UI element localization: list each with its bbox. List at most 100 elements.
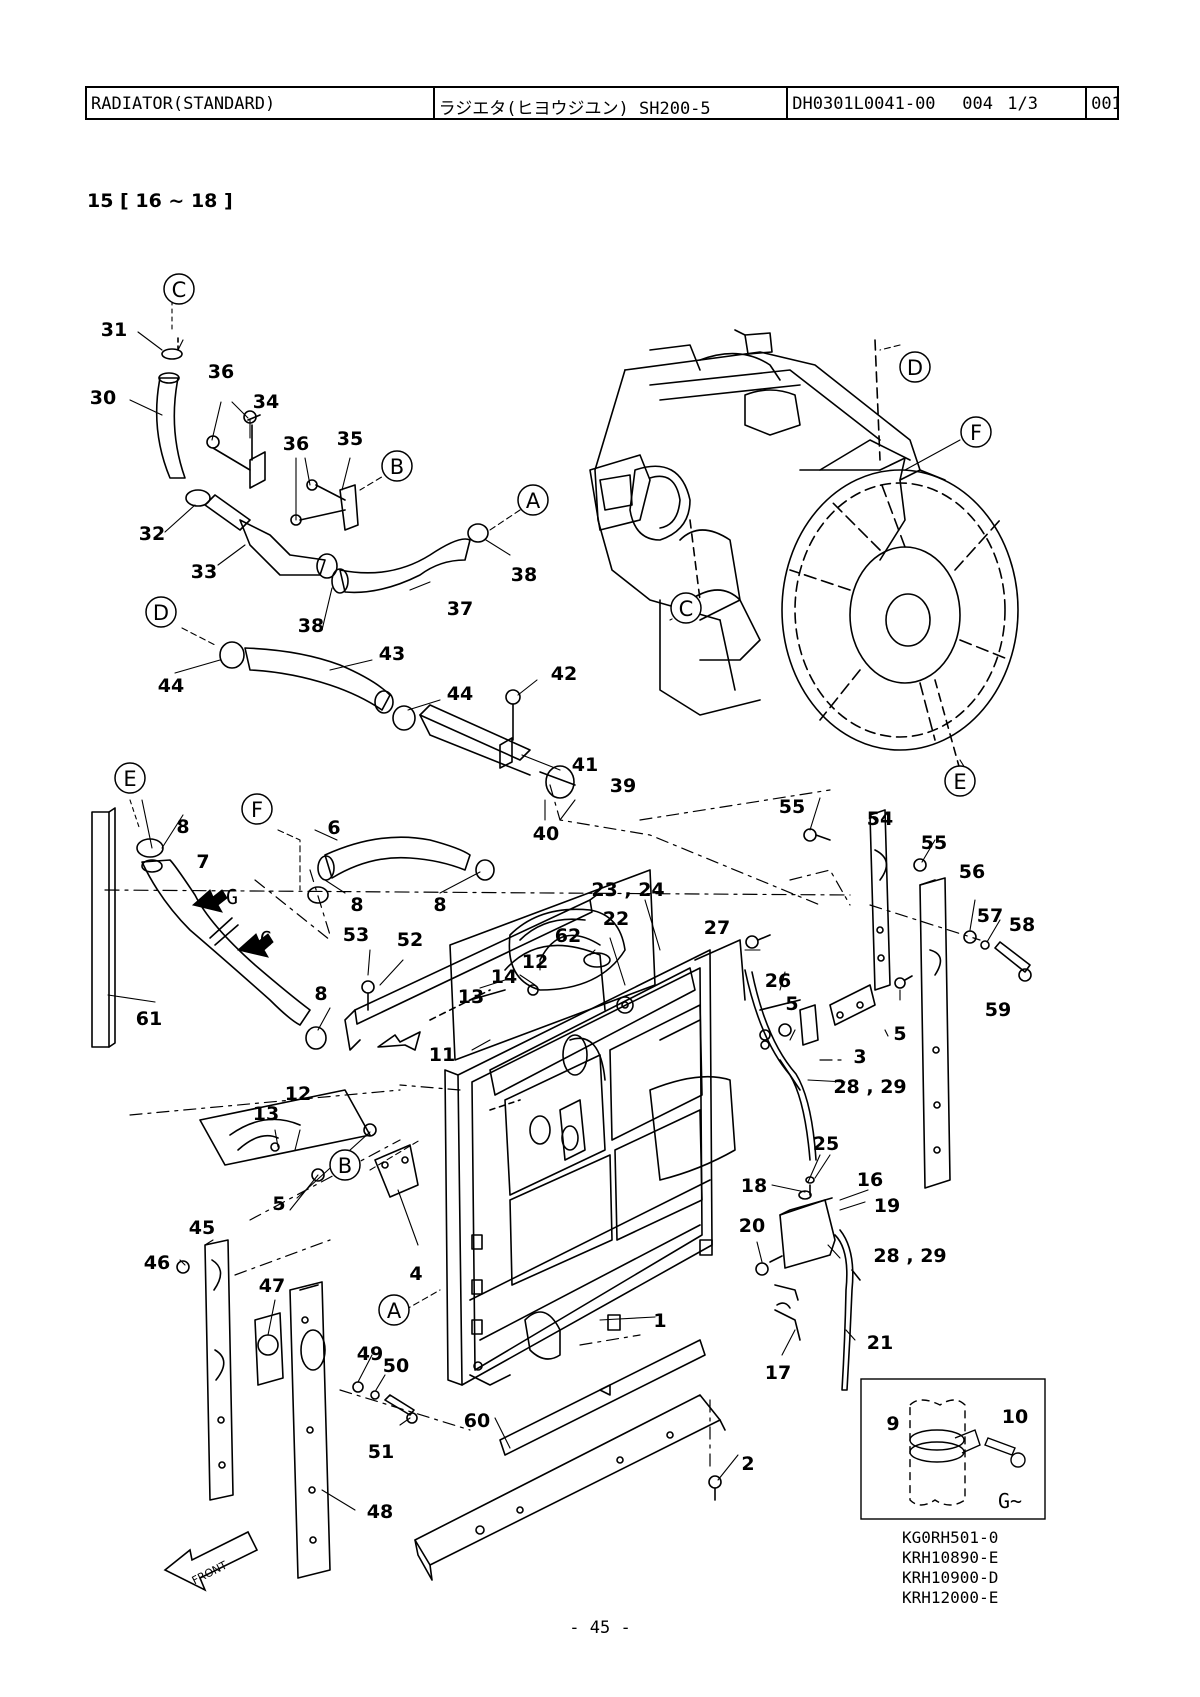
part-label-38: 38	[298, 615, 324, 637]
part-label-43: 43	[379, 643, 405, 665]
callout-d: D	[153, 601, 169, 625]
part-label-57: 57	[977, 905, 1003, 927]
inset-detail	[860, 1378, 1046, 1520]
callout-c: C	[679, 597, 694, 621]
part-label-8: 8	[350, 894, 363, 916]
part-label-38: 38	[511, 564, 537, 586]
part-label-4: 4	[409, 1263, 422, 1285]
part-label-22: 22	[603, 908, 629, 930]
part-label-25: 25	[813, 1133, 839, 1155]
part-label-56: 56	[959, 861, 985, 883]
part-label-7: 7	[196, 851, 209, 873]
part-label-6: 6	[327, 817, 340, 839]
bottom-rail-group	[414, 1339, 726, 1581]
front-label: FRONT	[190, 1559, 230, 1588]
part-label-28-29: 28 , 29	[833, 1076, 906, 1098]
part-label-37: 37	[447, 598, 473, 620]
part-label-32: 32	[139, 523, 165, 545]
part-label-40: 40	[533, 823, 559, 845]
part-label-33: 33	[191, 561, 217, 583]
lower-left-cover-group	[176, 1099, 521, 1579]
title-cell: RADIATOR(STANDARD)	[87, 88, 435, 118]
part-label-20: 20	[739, 1215, 765, 1237]
part-label-45: 45	[189, 1217, 215, 1239]
revision-code: KRH10900-D	[902, 1568, 999, 1587]
part-label-62: 62	[555, 925, 581, 947]
radiator-assembly	[444, 934, 746, 1386]
part-label-60: 60	[464, 1410, 490, 1432]
view-arrows	[191, 889, 274, 958]
engine-illustration	[589, 329, 1019, 771]
view-g-arrow-icon	[236, 933, 274, 958]
part-label-5: 5	[785, 993, 798, 1015]
part-label-54: 54	[867, 808, 893, 830]
callout-a: A	[526, 489, 541, 513]
view-g-label: G	[260, 927, 272, 951]
callout-d: D	[907, 356, 923, 380]
routing-lines	[129, 784, 981, 1471]
callout-letters: C B A D F C D E E F B A	[123, 278, 982, 1323]
part-label-10: 10	[1002, 1406, 1028, 1428]
front-arrow-icon	[163, 1530, 259, 1592]
part-label-23-24: 23 , 24	[591, 879, 664, 901]
part-label-30: 30	[90, 387, 116, 409]
leader-lines	[107, 292, 1001, 1511]
part-label-26: 26	[765, 970, 791, 992]
part-label-28-29: 28 , 29	[873, 1245, 946, 1267]
inset-view-label: G~	[998, 1489, 1022, 1513]
sheet-number: 1/3	[1007, 94, 1038, 114]
part-label-5: 5	[272, 1193, 285, 1215]
reference-range: 15 [ 16 ~ 18 ]	[87, 190, 233, 212]
part-label-36: 36	[208, 361, 234, 383]
subtank-group	[744, 969, 861, 1391]
part-label-36: 36	[283, 433, 309, 455]
part-label-17: 17	[765, 1362, 791, 1384]
japanese-title-cell: ラジエタ(ヒヨウジユン) SH200-5	[435, 88, 789, 118]
view-g-arrow-icon	[191, 889, 228, 913]
part-label-50: 50	[383, 1355, 409, 1377]
part-label-48: 48	[367, 1501, 393, 1523]
part-labels: 31 30 36 34 36 3 5 32 33 38 37 38 43 44 4…	[90, 319, 1035, 1523]
part-label-39: 39	[610, 775, 636, 797]
part-label-14: 14	[491, 966, 517, 988]
part-label-47: 47	[259, 1275, 285, 1297]
group-number: 004	[962, 94, 993, 114]
part-label-41: 41	[572, 754, 598, 776]
view-labels: G G G~	[226, 885, 1022, 1513]
drawing-number-cell: DH0301L0041-00 004 1/3	[788, 88, 1088, 118]
part-label-18: 18	[741, 1175, 767, 1197]
part-label-19: 19	[874, 1195, 900, 1217]
part-label-5: 5	[893, 1023, 906, 1045]
part-label-46: 46	[144, 1252, 170, 1274]
part-label-16: 16	[857, 1169, 883, 1191]
drawing-number: DH0301L0041-00	[792, 94, 936, 114]
revision-code: KG0RH501-0	[902, 1528, 999, 1547]
callout-circles	[114, 273, 992, 1326]
part-label-13: 13	[458, 986, 484, 1008]
part-label-11: 11	[429, 1044, 455, 1066]
part-label-8: 8	[176, 816, 189, 838]
part-label-34: 34	[253, 391, 279, 413]
callout-e: E	[123, 767, 136, 791]
part-label-49: 49	[357, 1343, 383, 1365]
part-label-31: 31	[101, 319, 127, 341]
callout-e: E	[953, 770, 966, 794]
revision-code: KRH10890-E	[902, 1548, 999, 1567]
revision-codes: KG0RH501-0 KRH10890-E KRH10900-D KRH1200…	[902, 1528, 998, 1608]
part-label-3: 3	[853, 1046, 866, 1068]
part-label-13: 13	[253, 1103, 279, 1125]
part-label-52: 52	[397, 929, 423, 951]
page-number: - 45 -	[569, 1618, 631, 1638]
part-label-44: 44	[158, 675, 184, 697]
part-label-8: 8	[314, 983, 327, 1005]
part-label-8: 8	[433, 894, 446, 916]
part-label-1: 1	[653, 1310, 666, 1332]
part-label-27: 27	[704, 917, 730, 939]
part-label-2: 2	[741, 1453, 754, 1475]
middle-hose-group	[219, 641, 576, 799]
callout-f: F	[251, 798, 263, 822]
part-label-61: 61	[136, 1008, 162, 1030]
part-label-44: 44	[447, 683, 473, 705]
callout-c: C	[172, 278, 187, 302]
part-label-59: 59	[985, 999, 1011, 1021]
